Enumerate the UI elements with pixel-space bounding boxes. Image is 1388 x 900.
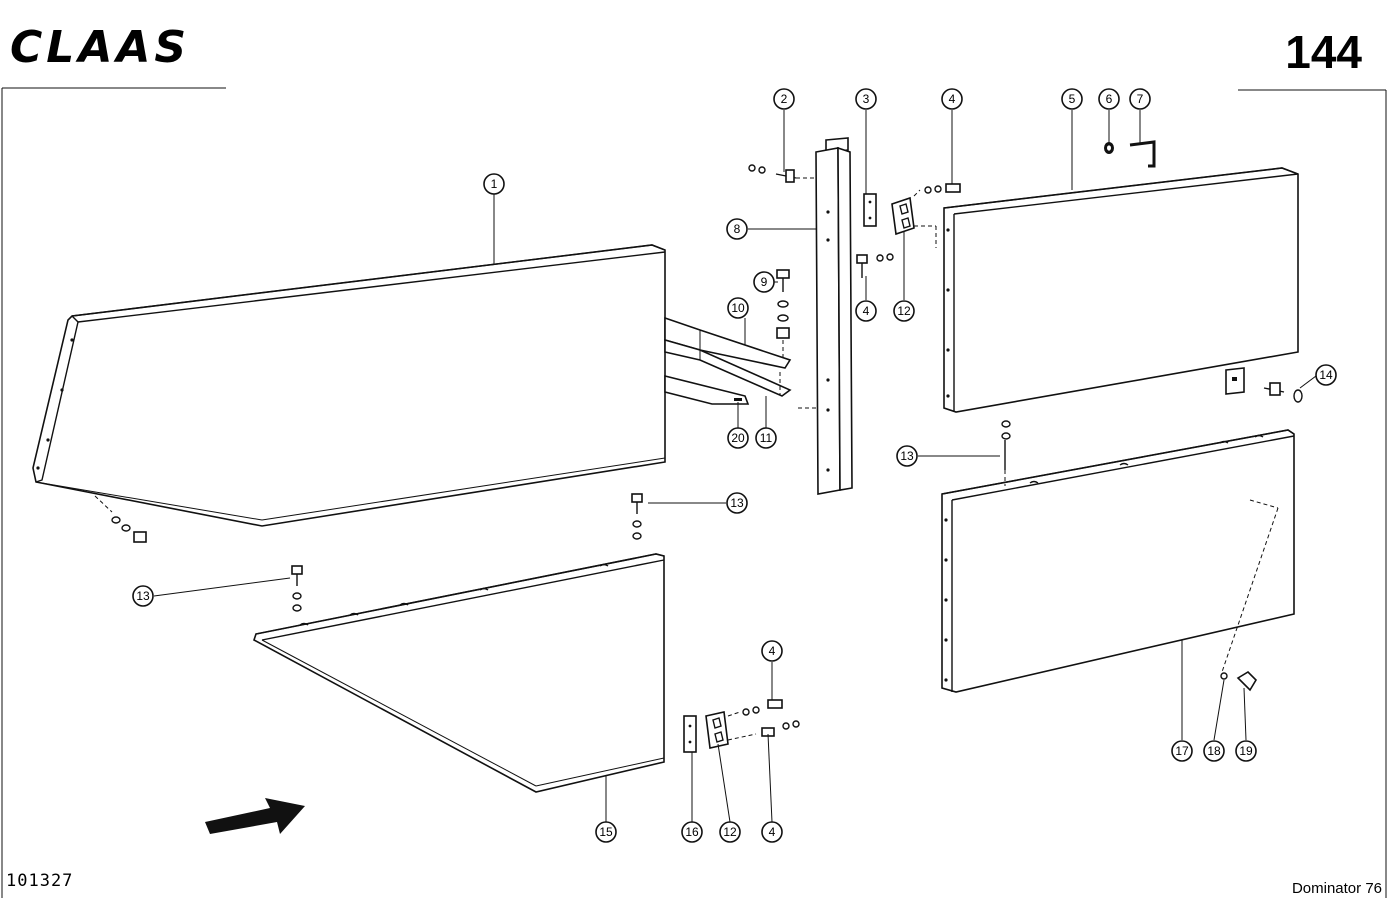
pin-and-clip-6-7 bbox=[1104, 140, 1156, 168]
side-panel-1 bbox=[32, 244, 666, 527]
page-number: 144 bbox=[1285, 26, 1362, 78]
callout-18: 18 bbox=[1203, 740, 1225, 762]
side-panel-15 bbox=[94, 493, 665, 793]
callout-6: 6 bbox=[1098, 88, 1120, 110]
callout-15: 15 bbox=[595, 821, 617, 843]
callout-8: 8 bbox=[726, 218, 748, 240]
svg-text:4: 4 bbox=[769, 825, 776, 839]
callout-13: 13 bbox=[132, 585, 154, 607]
svg-text:14: 14 bbox=[1319, 368, 1333, 382]
svg-text:1: 1 bbox=[491, 177, 498, 191]
vertical-post-8 bbox=[798, 137, 853, 495]
side-panel-17 bbox=[941, 420, 1295, 693]
svg-text:12: 12 bbox=[897, 304, 911, 318]
callout-9: 9 bbox=[753, 271, 775, 293]
svg-text:4: 4 bbox=[769, 644, 776, 658]
callout-14: 14 bbox=[1315, 364, 1337, 386]
callout-12: 12 bbox=[893, 300, 915, 322]
svg-text:16: 16 bbox=[685, 825, 699, 839]
page-frame bbox=[1, 87, 1387, 898]
svg-text:12: 12 bbox=[723, 825, 737, 839]
callout-13: 13 bbox=[896, 445, 918, 467]
hardware-2-9 bbox=[748, 164, 816, 360]
callout-markers: 1 2 3 4 4 4 4 5 6 7 8 9 10 11 12 12 13 1… bbox=[132, 88, 1337, 843]
callout-16: 16 bbox=[681, 821, 703, 843]
document-number: 101327 bbox=[6, 871, 73, 891]
svg-text:15: 15 bbox=[599, 825, 613, 839]
callout-19: 19 bbox=[1235, 740, 1257, 762]
svg-text:4: 4 bbox=[949, 92, 956, 106]
svg-text:8: 8 bbox=[734, 222, 741, 236]
svg-text:13: 13 bbox=[900, 449, 914, 463]
svg-text:2: 2 bbox=[781, 92, 788, 106]
callout-3: 3 bbox=[855, 88, 877, 110]
side-panel-5 bbox=[943, 167, 1303, 413]
svg-text:9: 9 bbox=[761, 275, 768, 289]
svg-text:4: 4 bbox=[863, 304, 870, 318]
svg-text:5: 5 bbox=[1069, 92, 1076, 106]
svg-text:7: 7 bbox=[1137, 92, 1144, 106]
machine-model: Dominator 76 bbox=[1292, 880, 1382, 897]
claas-logo: CLAAS bbox=[10, 22, 190, 73]
callout-4: 4 bbox=[761, 821, 783, 843]
callout-7: 7 bbox=[1129, 88, 1151, 110]
callout-11: 11 bbox=[755, 427, 777, 449]
callout-4: 4 bbox=[855, 300, 877, 322]
callout-2: 2 bbox=[773, 88, 795, 110]
callout-10: 10 bbox=[727, 297, 749, 319]
svg-text:3: 3 bbox=[863, 92, 870, 106]
svg-text:19: 19 bbox=[1239, 744, 1253, 758]
svg-text:6: 6 bbox=[1106, 92, 1113, 106]
svg-text:20: 20 bbox=[731, 431, 745, 445]
svg-text:17: 17 bbox=[1175, 744, 1189, 758]
callout-12: 12 bbox=[719, 821, 741, 843]
svg-text:18: 18 bbox=[1207, 744, 1221, 758]
hinge-upper bbox=[856, 183, 961, 278]
svg-text:13: 13 bbox=[136, 589, 150, 603]
brackets bbox=[664, 316, 792, 405]
callout-20: 20 bbox=[727, 427, 749, 449]
callout-1: 1 bbox=[483, 173, 505, 195]
callout-4: 4 bbox=[761, 640, 783, 662]
svg-text:13: 13 bbox=[730, 496, 744, 510]
svg-text:10: 10 bbox=[731, 301, 745, 315]
leader-lines bbox=[153, 110, 1317, 823]
hinge-lower bbox=[683, 699, 800, 753]
callout-17: 17 bbox=[1171, 740, 1193, 762]
callout-5: 5 bbox=[1061, 88, 1083, 110]
callout-13: 13 bbox=[726, 492, 748, 514]
direction-arrow bbox=[205, 798, 305, 834]
callout-4: 4 bbox=[941, 88, 963, 110]
svg-text:11: 11 bbox=[760, 431, 773, 445]
